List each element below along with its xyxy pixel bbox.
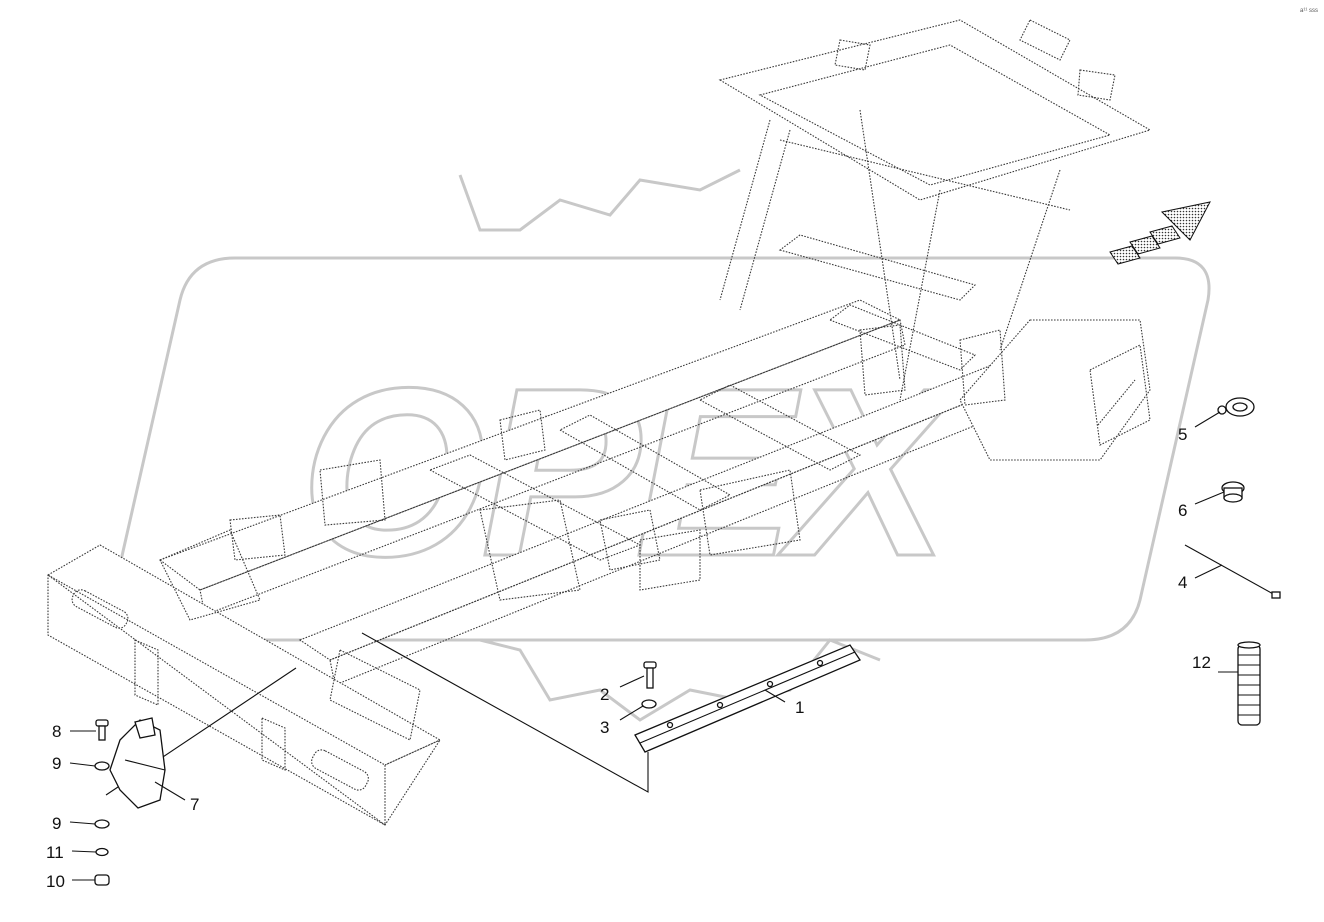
corner-code: a¹¹ sss (1300, 8, 1318, 14)
chassis-frame (47, 19, 1152, 827)
callout-1: 1 (795, 698, 804, 717)
callout-6: 6 (1178, 501, 1187, 520)
callout-10: 10 (46, 872, 65, 891)
callout-5: 5 (1178, 425, 1187, 444)
part-2-bolt (643, 661, 657, 689)
callout-2: 2 (600, 685, 609, 704)
direction-arrow-icon (1109, 201, 1211, 265)
part-5-clamp (1217, 397, 1255, 417)
part-4-cable-tie (1184, 544, 1281, 599)
callout-3: 3 (600, 718, 609, 737)
callout-11: 11 (46, 843, 64, 862)
part-3-washer (641, 699, 657, 709)
part-12-corrugated-tube (1237, 641, 1261, 726)
part-6-grommet (1221, 481, 1245, 503)
callout-9-upper: 9 (52, 754, 61, 773)
part-9-washer-lower (94, 819, 110, 829)
part-8-bolt (95, 719, 109, 741)
part-7-bracket (109, 717, 166, 809)
part-1-trim-bar (634, 644, 861, 753)
leader-frame-to-part-1 (361, 632, 649, 793)
callout-7: 7 (190, 795, 199, 814)
callout-9-lower: 9 (52, 814, 61, 833)
part-9-washer-upper (94, 761, 110, 771)
part-11-lock-washer (95, 847, 109, 857)
callout-4: 4 (1178, 573, 1187, 592)
callout-8: 8 (52, 722, 61, 741)
part-10-nut (94, 874, 110, 886)
callout-leaders (69, 411, 1238, 881)
callout-12: 12 (1192, 653, 1211, 672)
callout-labels: 1 2 3 4 5 6 7 8 9 9 10 11 12 (46, 425, 1211, 891)
